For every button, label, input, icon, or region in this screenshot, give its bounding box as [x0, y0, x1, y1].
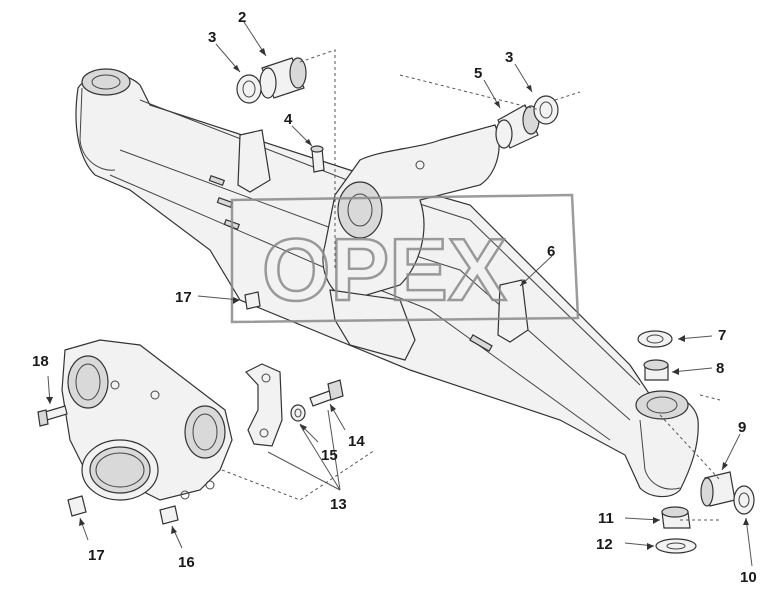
bushing-part-8: [643, 359, 669, 381]
bolt-part-14: [309, 379, 344, 407]
pivot-housing: [61, 339, 233, 501]
washer-part-3-left: [236, 74, 262, 104]
bushing-part-9: [700, 471, 736, 507]
grease-fitting-part-4: [310, 145, 325, 173]
callout-5: 5: [474, 65, 482, 82]
callout-4: 4: [284, 111, 293, 128]
callout-18: 18: [32, 353, 49, 370]
callout-7: 7: [718, 327, 726, 344]
plug-part-17-upper: [244, 291, 261, 310]
callout-3-right: 3: [505, 49, 513, 66]
pin-part-16: [159, 505, 179, 525]
nut-part-15: [290, 404, 306, 422]
callout-2: 2: [238, 9, 246, 26]
callout-17-lower: 17: [88, 547, 105, 564]
callout-8: 8: [716, 360, 724, 377]
callout-10: 10: [740, 569, 757, 586]
plug-part-17-lower: [67, 495, 87, 517]
callout-12: 12: [596, 536, 613, 553]
washer-part-10: [733, 485, 755, 515]
bushing-part-5: [495, 104, 540, 149]
bolt-part-18: [37, 405, 68, 427]
callout-13: 13: [330, 496, 347, 513]
bushing-part-2: [259, 57, 307, 99]
callouts: 2 3 3 4 5 6 7 8 9 10 11 12 13 14 15 16 1…: [32, 9, 757, 586]
axle-beam: [75, 68, 699, 498]
callout-11: 11: [598, 510, 614, 527]
washer-part-12: [655, 538, 697, 554]
callout-15: 15: [321, 447, 338, 464]
callout-6: 6: [547, 243, 555, 260]
watermark: OPEX: [230, 193, 580, 324]
callout-14: 14: [348, 433, 365, 450]
callout-9: 9: [738, 419, 746, 436]
bushing-part-11: [661, 506, 691, 529]
callout-17-upper: 17: [175, 289, 192, 306]
callout-3-left: 3: [208, 29, 216, 46]
washer-part-7: [637, 330, 673, 348]
leader-lines: [46, 21, 753, 567]
clamp-part-13: [245, 363, 283, 447]
callout-16: 16: [178, 554, 195, 571]
washer-part-3-right: [533, 95, 559, 125]
watermark-text: OPEX: [262, 220, 507, 319]
